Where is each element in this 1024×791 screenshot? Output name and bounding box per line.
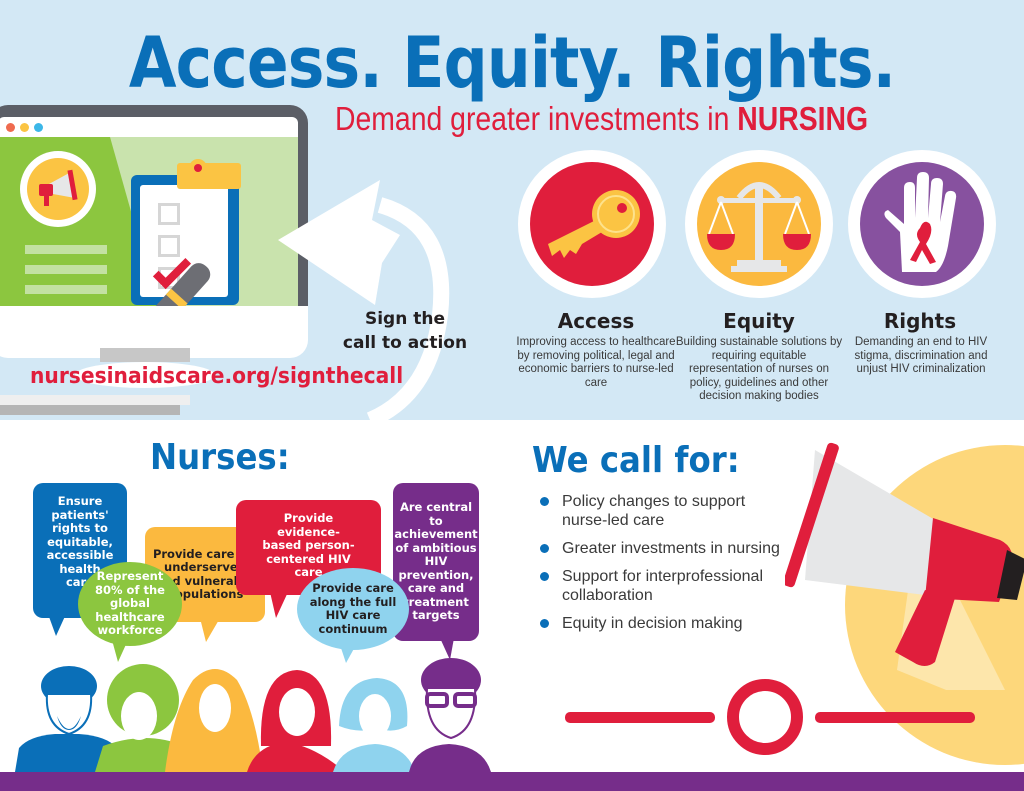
subheadline: Demand greater investments in NURSING (335, 100, 868, 138)
browser-bar (0, 117, 298, 137)
bullet-icon (540, 544, 549, 553)
pillar-equity-title: Equity (723, 309, 795, 333)
bubble-tail (440, 638, 454, 660)
divider-circle-line (565, 679, 975, 755)
pillar-access-title: Access (557, 309, 635, 333)
call-for-item: Greater investments in nursing (540, 539, 780, 558)
megaphone-icon (785, 442, 1024, 690)
call-for-heading: We call for: (532, 440, 740, 481)
call-for-item: Policy changes to support nurse-led care (540, 492, 780, 530)
scales-icon (697, 162, 821, 286)
speech-bubble: Provide care along the full HIV care con… (297, 568, 409, 650)
bubble-tail (340, 645, 356, 663)
bullet-icon (540, 497, 549, 506)
pillar-rights-badge (848, 150, 996, 298)
bubble-text: Provide evidence-based person-centered H… (262, 511, 355, 579)
call-for-item-text: Greater investments in nursing (562, 540, 780, 557)
sign-call-heading: Sign the call to action (330, 307, 480, 355)
nurse-yellow-icon (165, 669, 263, 772)
call-for-list: Policy changes to support nurse-led care… (540, 492, 780, 642)
call-for-item: Support for interprofessional collaborat… (540, 567, 780, 605)
bubble-tail (200, 618, 220, 642)
window-dot-icon (34, 123, 43, 132)
window-dot-icon (6, 123, 15, 132)
subhead-prefix: Demand greater investments in (335, 100, 738, 137)
key-icon (530, 162, 654, 286)
bubble-tail (270, 592, 288, 618)
bubble-tail (48, 614, 66, 636)
nurses-heading: Nurses: (150, 437, 290, 478)
headline: Access. Equity. Rights. (128, 22, 896, 104)
curved-arrow-icon (278, 180, 450, 420)
sign-call-link[interactable]: nursesinaidscare.org/signthecall (30, 364, 404, 389)
bullet-icon (540, 619, 549, 628)
sign-line-1: Sign the (364, 309, 446, 329)
window-dot-icon (20, 123, 29, 132)
bubble-text: Are central to achievement of ambitious … (394, 500, 478, 623)
pillar-rights-title: Rights (883, 309, 957, 333)
monitor-screen (0, 137, 298, 307)
speech-bubble: Represent 80% of the global healthcare w… (78, 562, 182, 646)
bubble-text: Ensure patients' rights to equitable, ac… (46, 494, 114, 589)
call-for-item-text: Support for interprofessional collaborat… (562, 568, 763, 604)
bubble-text: Provide care for underserved and vulnera… (152, 546, 258, 601)
pillar-equity-description: Building sustainable solutions by requir… (675, 336, 843, 402)
call-for-item-text: Policy changes to support nurse-led care (562, 493, 746, 529)
pillar-access-badge (518, 150, 666, 298)
speech-bubble: Provide evidence-based person-centered H… (236, 500, 381, 595)
bubble-text: Provide care along the full HIV care con… (309, 581, 397, 636)
speech-bubble: Are central to achievement of ambitious … (393, 483, 479, 641)
pillar-rights-description: Demanding an end to HIV stigma, discrimi… (854, 336, 988, 375)
bullet-icon (540, 572, 549, 581)
bubble-text: Represent 80% of the global healthcare w… (95, 569, 165, 638)
hand-ribbon-icon (860, 162, 984, 286)
bubble-tail (112, 640, 128, 662)
nurse-silhouettes (15, 658, 491, 772)
nurse-red-icon (247, 670, 345, 772)
monitor-frame (0, 105, 308, 330)
top-banner: Access. Equity. Rights. Demand greater i… (0, 0, 1024, 420)
call-for-item-text: Equity in decision making (562, 615, 743, 632)
pillar-equity-badge (685, 150, 833, 298)
subhead-emphasis: NURSING (737, 100, 869, 137)
nurse-lightblue-icon (333, 678, 415, 772)
footer-bar (0, 772, 1024, 791)
megaphone-icon (20, 151, 96, 227)
pillar-access-description: Improving access to healthcare by removi… (516, 336, 676, 389)
call-for-item: Equity in decision making (540, 614, 780, 633)
nurse-blue-icon (15, 666, 123, 772)
nurse-purple-icon (409, 658, 491, 772)
sign-line-2: call to action (342, 333, 468, 353)
